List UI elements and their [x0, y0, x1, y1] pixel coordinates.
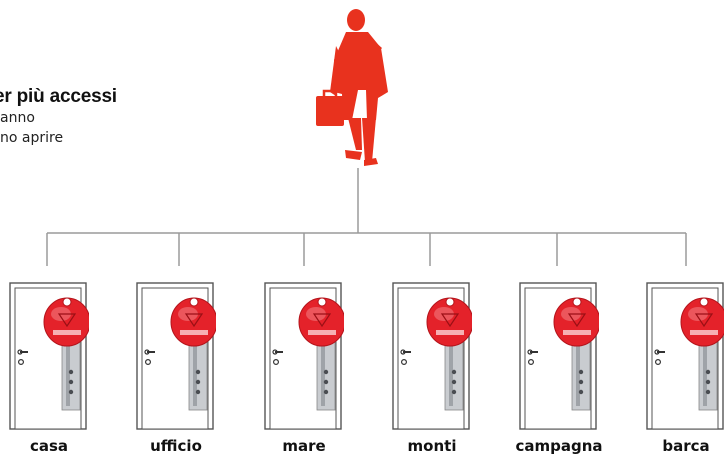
door-campagna — [519, 282, 599, 432]
destination-label-campagna: campagna — [514, 437, 604, 455]
door-barca — [646, 282, 724, 432]
door-mare — [264, 282, 344, 432]
destination-label-barca: barca — [641, 437, 724, 455]
destination-label-ufficio: ufficio — [131, 437, 221, 455]
door-ufficio — [136, 282, 216, 432]
destination-label-mare: mare — [259, 437, 349, 455]
door-monti — [392, 282, 472, 432]
door-casa — [9, 282, 89, 432]
businessman-silhouette-icon — [316, 9, 388, 166]
destination-label-monti: monti — [387, 437, 477, 455]
destination-label-casa: casa — [4, 437, 94, 455]
